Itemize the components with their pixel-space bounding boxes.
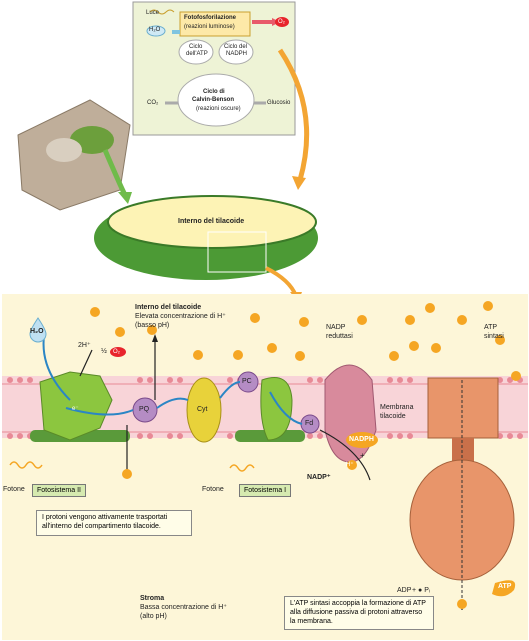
photosystem-1 xyxy=(260,377,293,441)
atp-synthase-label-1: ATP xyxy=(484,324,498,331)
proton-dots xyxy=(90,301,521,609)
light-wave-top xyxy=(149,9,175,15)
atp-blob xyxy=(492,580,516,597)
stroma-desc-1: Bassa concentrazione di H⁺ xyxy=(140,604,227,611)
ciclo-atp-label-1: Ciclo xyxy=(189,44,203,50)
calvin-label-1: Ciclo di xyxy=(203,89,225,95)
adp-label: ADP xyxy=(397,587,412,594)
o2-mark xyxy=(110,347,126,357)
thylakoid-interior xyxy=(107,195,317,249)
interior-title: Interno del tilacoide xyxy=(135,304,202,311)
water-arrow xyxy=(42,335,71,401)
co2-label: CO₂ xyxy=(147,100,159,106)
interior-desc-2: (basso pH) xyxy=(135,322,170,329)
ciclo-nadph-label-2: NADPH xyxy=(226,51,248,57)
nadp-reductase xyxy=(324,364,377,463)
zoom-rect xyxy=(207,231,267,273)
note-atp: L'ATP sintasi accoppia la formazione di … xyxy=(284,596,434,631)
stroma-title: Stroma xyxy=(140,595,165,602)
pi-label: + ● Pᵢ xyxy=(412,587,430,594)
note-protons: I protoni vengono attivamente trasportat… xyxy=(36,510,192,536)
glucosio-label: Glucosio xyxy=(267,100,291,106)
fd-label: Fd xyxy=(305,420,314,427)
o2-label: O₂ xyxy=(113,349,120,355)
luce-label: Luce xyxy=(146,10,160,16)
nadph-label: NADPH xyxy=(349,436,374,443)
membrane-label-1: Membrana xyxy=(380,404,414,411)
thylakoid-label: Interno del tilacoide xyxy=(178,218,245,225)
cyt-label: Cyt xyxy=(197,406,208,413)
atp-synthase-label-2: sintasi xyxy=(484,333,504,340)
zoom-arrow-1 xyxy=(277,48,310,181)
atp-label: ATP xyxy=(498,583,512,590)
lipid-heads xyxy=(7,377,523,439)
nadp-reductase-label-2: reduttasi xyxy=(326,333,353,340)
cytochrome xyxy=(186,377,222,443)
h-plus-label: H⁺ xyxy=(346,462,354,468)
photon-wave-2 xyxy=(229,464,255,472)
reazioni-luminose-label: (reazioni luminose) xyxy=(184,24,235,30)
two-h-label: 2H⁺ xyxy=(78,342,91,349)
zoom-arrow-2 xyxy=(265,266,298,297)
membrane-label-2: tilacoide xyxy=(380,413,406,420)
calvin-label-3: (reazioni oscure) xyxy=(196,106,241,112)
electron-label: e⁻ xyxy=(72,406,79,412)
calvin-cycle xyxy=(177,73,255,127)
plus-label: + xyxy=(360,451,365,460)
h2o-label: H₂O xyxy=(30,328,44,335)
pq-label: PQ xyxy=(139,406,150,413)
photon-wave-1 xyxy=(9,461,43,469)
h2o-drop-top xyxy=(146,25,166,37)
nadph-blob xyxy=(346,432,378,448)
h2o-drop xyxy=(29,317,47,343)
ps2-label: Fotosistema II xyxy=(32,484,86,497)
half-label: ½ xyxy=(101,348,107,355)
stroma-desc-2: (alto pH) xyxy=(140,613,167,620)
atp-cycle xyxy=(178,39,214,65)
nadp-plus-label: NADP⁺ xyxy=(307,474,331,481)
electron-path-1 xyxy=(65,407,134,416)
photophosphorylation-box xyxy=(179,11,251,37)
nadp-reductase-label-1: NADP xyxy=(326,324,346,331)
atp-synthase-f0 xyxy=(427,377,499,439)
o2-label-top: O₂ xyxy=(278,19,285,25)
nadph-cycle xyxy=(218,39,254,65)
interior-desc-1: Elevata concentrazione di H⁺ xyxy=(135,313,226,320)
ciclo-nadph-label-1: Ciclo del xyxy=(224,44,248,50)
calvin-label-2: Calvin-Benson xyxy=(192,97,235,103)
o2-bubble xyxy=(275,17,289,27)
fotone-label-1: Fotone xyxy=(3,486,25,493)
ciclo-atp-label-2: dell'ATP xyxy=(186,51,208,57)
pc-label: PC xyxy=(242,378,252,385)
ps1-label: Fotosistema I xyxy=(239,484,292,497)
fotofosforilazione-label: Fotofosforilazione xyxy=(184,15,236,21)
fotone-label-2: Fotone xyxy=(202,486,224,493)
h2o-label-top: H₂O xyxy=(149,27,161,33)
